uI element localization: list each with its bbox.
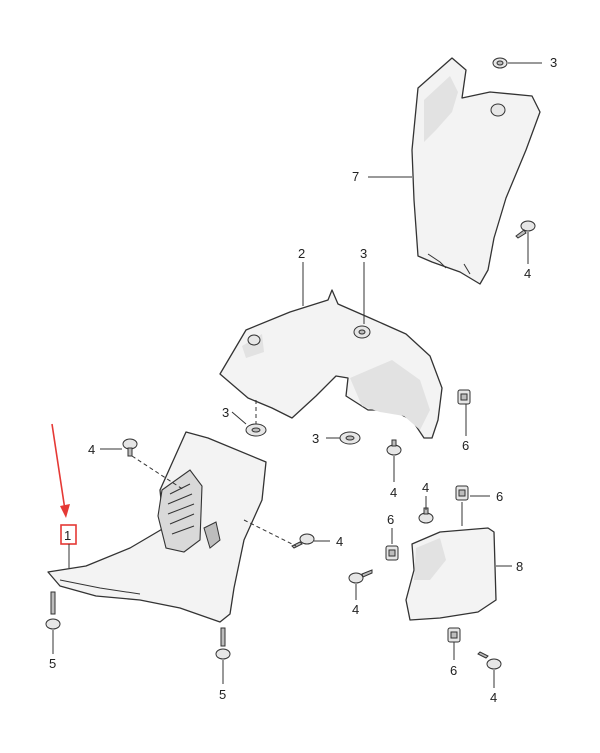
- screw-4-bottom[interactable]: [477, 651, 502, 670]
- nut-3-top[interactable]: [492, 57, 508, 69]
- nut-3-left[interactable]: [245, 423, 267, 437]
- dash-4-right: [243, 519, 297, 547]
- part-1-front-liner[interactable]: [47, 431, 267, 623]
- part-7-rear-liner[interactable]: [411, 57, 541, 285]
- screw-4-clip[interactable]: [418, 507, 434, 524]
- clip-6-bottom[interactable]: [447, 627, 461, 643]
- callout-3-top: 3: [550, 55, 557, 70]
- nut-3-right[interactable]: [339, 431, 361, 445]
- screw-4-part7[interactable]: [515, 220, 536, 239]
- callout-4-left: 4: [88, 442, 95, 457]
- red-arrow-icon: [51, 423, 70, 518]
- callout-3-mid: 3: [360, 246, 367, 261]
- screw-5-right[interactable]: [215, 627, 231, 660]
- screw-4-left[interactable]: [122, 438, 138, 457]
- clip-6-right[interactable]: [455, 485, 469, 501]
- nut-3-mid[interactable]: [353, 325, 371, 339]
- callout-5-right: 5: [219, 687, 226, 702]
- callout-2: 2: [298, 246, 305, 261]
- callout-3-left: 3: [222, 405, 229, 420]
- screw-4-lower-left[interactable]: [348, 569, 373, 584]
- screw-5-left[interactable]: [45, 591, 61, 630]
- leader-3-left: [231, 411, 247, 425]
- hole-icon: [490, 103, 506, 117]
- clip-6-left[interactable]: [385, 545, 399, 561]
- screw-4-mid[interactable]: [386, 439, 402, 456]
- callout-4-part7: 4: [524, 266, 531, 281]
- callout-4-bottom: 4: [490, 690, 497, 705]
- callout-6-bottom: 6: [450, 663, 457, 678]
- callout-4-lower-left: 4: [352, 602, 359, 617]
- clip-6-upper[interactable]: [457, 389, 471, 405]
- part-8-lower-liner[interactable]: [405, 527, 497, 621]
- callout-6-left: 6: [387, 512, 394, 527]
- callout-6-upper: 6: [462, 438, 469, 453]
- part-2-arch-liner[interactable]: [219, 289, 443, 439]
- screw-4-right[interactable]: [291, 533, 315, 549]
- callout-4-clip: 4: [422, 480, 429, 495]
- dash-4-left: [131, 455, 185, 491]
- callout-1: 1: [64, 528, 71, 543]
- callout-8: 8: [516, 559, 523, 574]
- callout-6-right: 6: [496, 489, 503, 504]
- callout-7: 7: [352, 169, 359, 184]
- callout-4-right: 4: [336, 534, 343, 549]
- callout-5-left: 5: [49, 656, 56, 671]
- callout-4-mid: 4: [390, 485, 397, 500]
- callout-3-right: 3: [312, 431, 319, 446]
